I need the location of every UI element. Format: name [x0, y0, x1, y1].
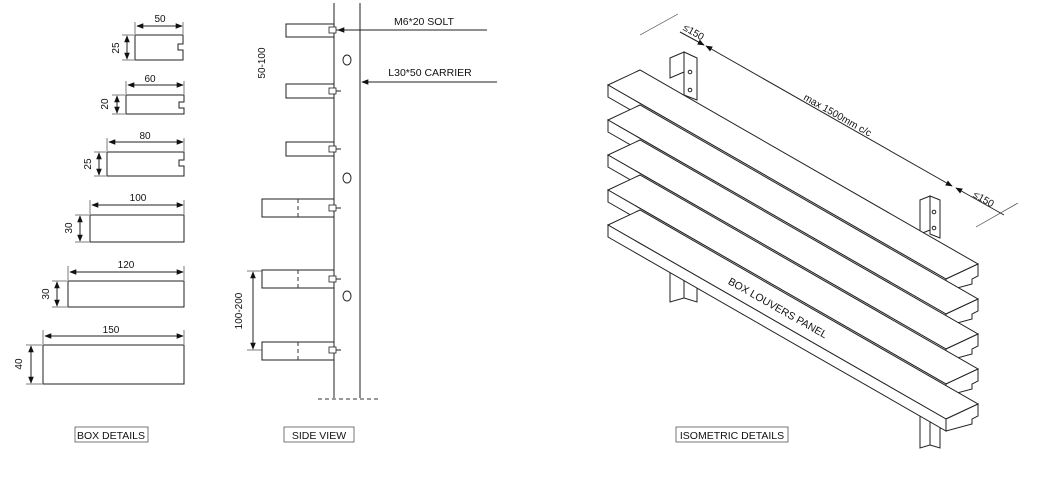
box-profile-100x30: 100 30: [64, 193, 185, 243]
box-height-label: 25: [83, 158, 94, 170]
box-details-section: 50 25 60 20 80 25: [14, 14, 185, 443]
side-louver: [285, 23, 341, 38]
side-louver: [261, 269, 341, 289]
box-width-label: 50: [154, 14, 166, 25]
side-louver: [261, 198, 341, 218]
bolt-note: M6*20 SOLT: [394, 16, 454, 28]
span-dimension: [705, 45, 953, 187]
side-louver: [285, 141, 341, 157]
isometric-caption-frame: [675, 426, 789, 443]
box-details-caption: BOX DETAILS: [77, 430, 145, 442]
iso-louver: [606, 209, 980, 432]
carrier-slot: [342, 172, 352, 184]
overhang-right-label: ≤150: [971, 190, 996, 211]
box-width-label: 80: [139, 131, 151, 142]
carrier-slot: [342, 290, 352, 302]
box-height-label: 30: [64, 222, 75, 234]
box-height-label: 40: [14, 358, 25, 370]
box-details-caption-frame: [74, 426, 149, 443]
box-profile-120x30: 120 30: [41, 260, 185, 308]
isometric-caption: ISOMETRIC DETAILS: [680, 430, 784, 442]
side-louver: [261, 341, 341, 361]
box-profile-150x40: 150 40: [14, 325, 185, 385]
box-height-label: 25: [111, 42, 122, 54]
box-profile-50x25: 50 25: [111, 14, 184, 61]
side-view-section: M6*20 SOLT L30*50 CARRIER 50-100 100-200…: [234, 3, 497, 443]
box-width-label: 150: [103, 325, 120, 336]
side-view-caption-frame: [283, 426, 355, 443]
top-spacing-label: 50-100: [257, 47, 268, 79]
carrier-slot: [342, 54, 352, 66]
box-width-label: 60: [144, 74, 156, 85]
box-profile-60x20: 60 20: [100, 74, 185, 115]
span-label: max 1500mm c/c: [801, 92, 873, 139]
box-height-label: 20: [100, 98, 111, 110]
isometric-section: max 1500mm c/c ≤150 ≤150 BOX LOUVERS PAN…: [606, 13, 1019, 449]
side-louver: [285, 83, 341, 99]
side-view-caption: SIDE VIEW: [292, 430, 346, 442]
box-width-label: 100: [130, 193, 147, 204]
box-profile-80x25: 80 25: [83, 131, 185, 177]
box-height-label: 30: [41, 288, 52, 300]
carrier-note: L30*50 CARRIER: [388, 67, 472, 79]
bottom-spacing-label: 100-200: [234, 292, 245, 329]
overhang-left-label: ≤150: [681, 23, 706, 44]
box-width-label: 120: [118, 260, 135, 271]
